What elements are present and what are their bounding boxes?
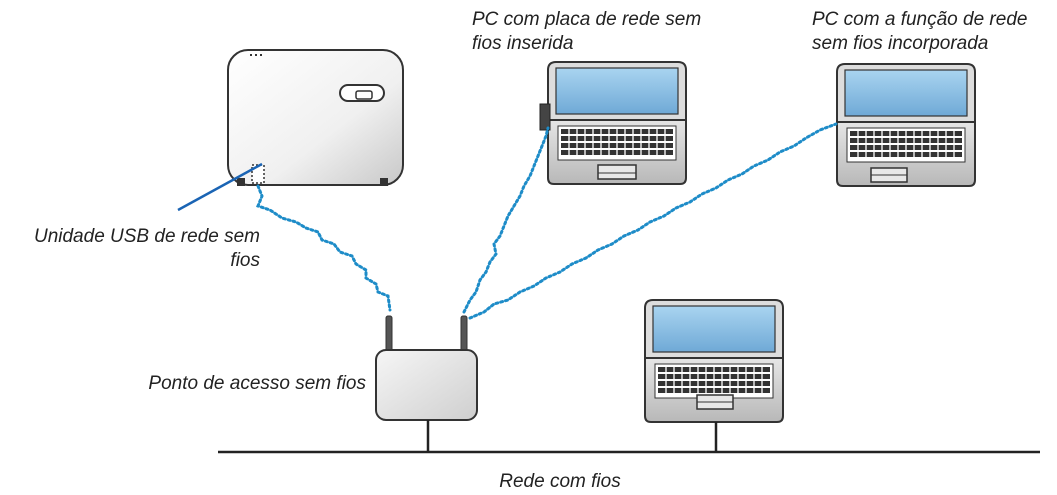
laptop-built-in	[836, 63, 976, 187]
projector	[227, 49, 404, 186]
access-point	[375, 315, 478, 421]
label-pc-builtin-line1: PC com a função de rede	[812, 9, 1028, 30]
wireless-link-projector	[256, 184, 392, 312]
wireless-link-builtin-pc	[468, 122, 838, 320]
label-usb-unit: Unidade USB de rede sem fios	[0, 225, 260, 273]
usb-pointer-line	[177, 162, 263, 212]
label-access-point: Ponto de acesso sem fios	[148, 373, 366, 394]
label-pc-builtin: PC com a função de rede sem fios incorpo…	[812, 8, 1027, 56]
label-usb-unit-line2: fios	[230, 250, 260, 271]
laptop-with-card	[539, 61, 687, 185]
label-pc-card: PC com placa de rede sem fios inserida	[472, 8, 701, 56]
label-pc-card-line2: fios inserida	[472, 33, 574, 54]
label-pc-builtin-line2: sem fios incorporada	[812, 33, 989, 54]
label-pc-card-line1: PC com placa de rede sem	[472, 9, 702, 30]
wireless-link-card-pc	[462, 126, 550, 314]
label-usb-unit-line1: Unidade USB de rede sem	[33, 226, 260, 247]
label-wired-network: Rede com fios	[499, 471, 621, 492]
laptop-wired	[644, 299, 784, 423]
